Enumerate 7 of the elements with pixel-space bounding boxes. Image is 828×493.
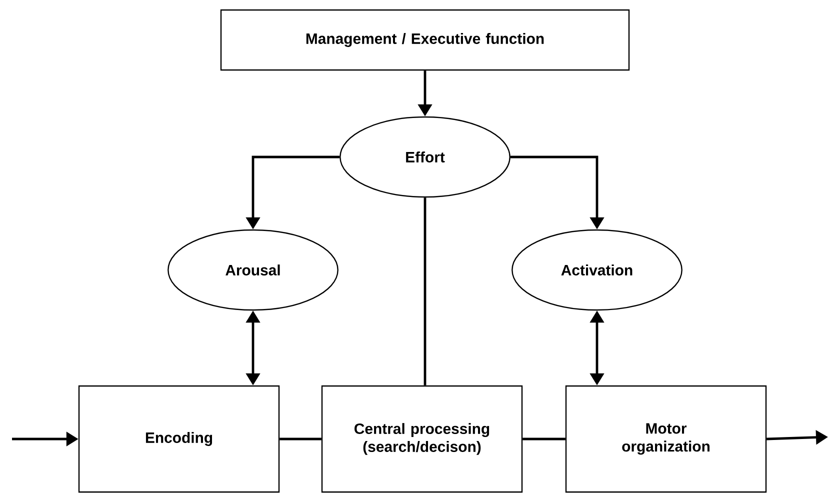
process-box: Encoding — [78, 385, 280, 493]
connector-line — [522, 438, 566, 440]
process-box: Management / Executive function — [220, 9, 630, 71]
process-box: Central processing (search/decison) — [321, 385, 523, 493]
connector-line — [424, 198, 426, 386]
connector-line — [280, 438, 322, 440]
process-box: Motor organization — [565, 385, 767, 493]
